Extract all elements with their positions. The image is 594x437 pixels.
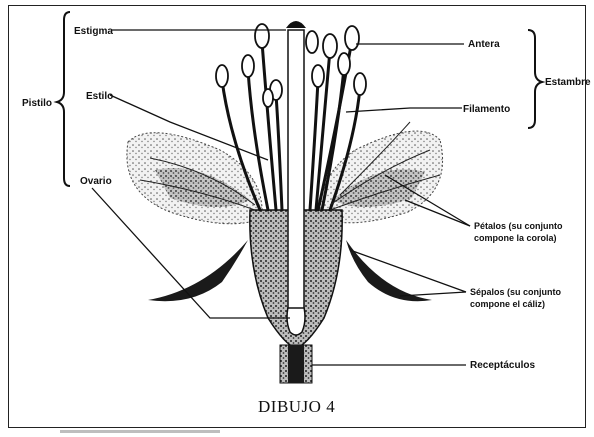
label-petalos-line2: compone la corola) [474, 233, 557, 243]
style [286, 21, 306, 308]
estambre-bracket [528, 30, 542, 128]
label-estilo: Estilo [86, 91, 113, 102]
label-ovario: Ovario [80, 176, 112, 187]
label-sepalos-line1: Sépalos (su conjunto [470, 287, 562, 297]
label-pistilo: Pistilo [22, 98, 52, 109]
receptacle [280, 345, 312, 383]
diagram-caption: DIBUJO 4 [258, 397, 335, 416]
label-petalos-line1: Pétalos (su conjunto [474, 221, 563, 231]
pistilo-bracket [57, 12, 70, 186]
label-estigma: Estigma [74, 26, 113, 37]
label-receptaculo: Receptáculos [470, 360, 535, 371]
label-estambre: Estambre [545, 77, 591, 88]
label-sepalos-line2: compone el cáliz) [470, 299, 545, 309]
label-antera: Antera [468, 39, 500, 50]
label-filamento: Filamento [463, 104, 510, 115]
